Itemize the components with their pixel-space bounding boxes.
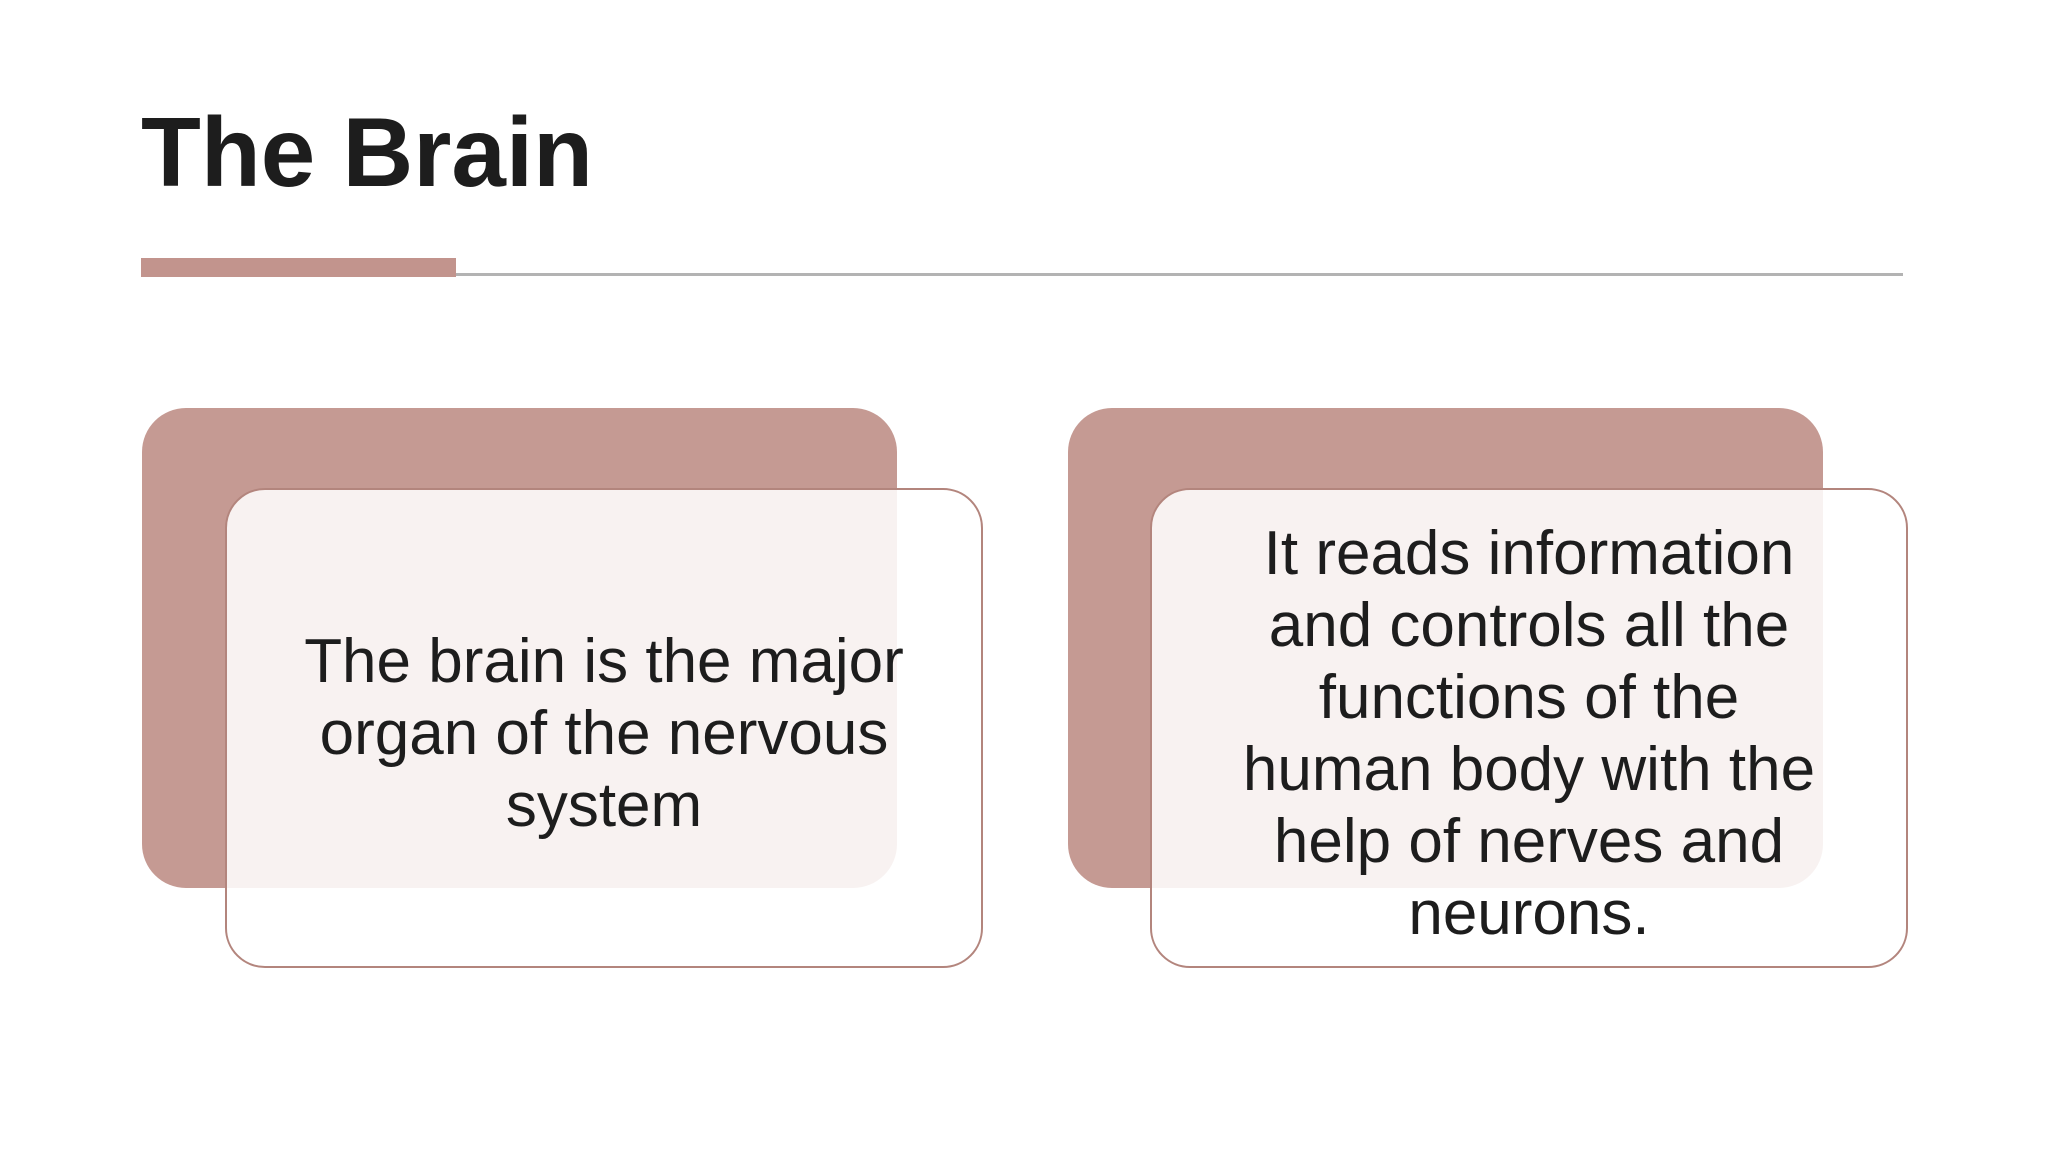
left-card: The brain is the major organ of the nerv… — [225, 488, 983, 968]
title-accent-bar — [141, 258, 456, 277]
page-title: The Brain — [141, 97, 593, 207]
right-card: It reads information and controls all th… — [1150, 488, 1908, 968]
left-card-text: The brain is the major organ of the nerv… — [304, 627, 904, 840]
divider-line — [141, 273, 1903, 276]
right-card-text: It reads information and controls all th… — [1242, 519, 1816, 948]
